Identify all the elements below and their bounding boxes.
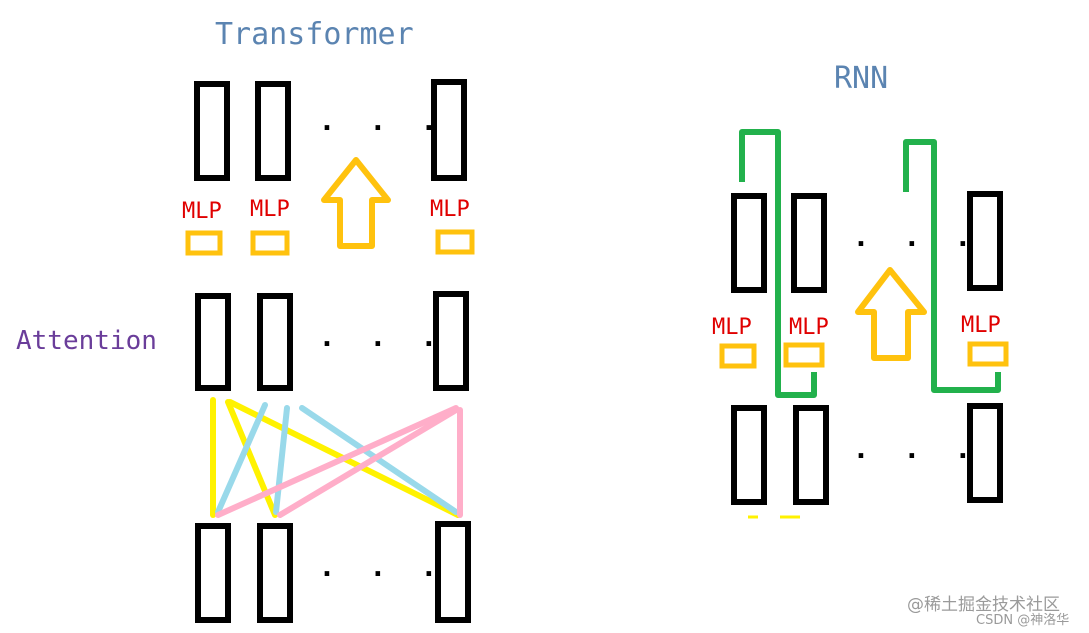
transformer-bottom-block-1 [195, 523, 231, 623]
rnn-mlp-label-2: MLP [789, 315, 829, 340]
transformer-up-arrow-icon [321, 157, 391, 249]
rnn-bottom-ellipsis: . . . [856, 435, 984, 465]
transformer-top-ellipsis: . . . [322, 107, 450, 137]
rnn-up-arrow-icon [855, 267, 927, 361]
attn-line-blue-1 [215, 402, 268, 515]
transformer-bottom-block-n [435, 521, 471, 623]
transformer-title: Transformer [215, 17, 414, 52]
watermark-line2: CSDN @神洛华 [976, 613, 1069, 628]
transformer-mid-block-2 [257, 293, 293, 391]
rnn-top-block-1 [731, 193, 767, 293]
transformer-top-block-1 [194, 81, 230, 181]
attention-label: Attention [16, 326, 157, 356]
transformer-mid-block-n [433, 291, 469, 391]
transformer-mlp-box-1 [185, 230, 223, 256]
rnn-mlp-label-n: MLP [961, 313, 1001, 338]
transformer-mlp-boxes [185, 229, 475, 256]
rnn-path-1 [739, 129, 817, 398]
rnn-mlp-box-1 [719, 343, 757, 369]
attention-connections [210, 397, 463, 518]
rnn-path-2 [903, 139, 1001, 393]
transformer-top-row [194, 79, 467, 181]
rnn-top-row [731, 191, 1003, 293]
rnn-bottom-row [731, 403, 1003, 505]
transformer-bottom-block-2 [257, 523, 293, 623]
rnn-top-block-n [967, 191, 1003, 291]
transformer-mid-block-1 [195, 293, 231, 391]
attn-line-blue-2 [273, 405, 290, 515]
rnn-bottom-block-n [967, 403, 1003, 503]
watermark-line1: @稀土掘金技术社区 [907, 595, 1060, 615]
rnn-title: RNN [834, 61, 888, 96]
transformer-bottom-ellipsis: . . . [322, 553, 450, 583]
rnn-mlp-box-n [967, 341, 1009, 367]
transformer-mid-ellipsis: . . . [322, 323, 450, 353]
transformer-mlp-label-1: MLP [182, 199, 222, 224]
rnn-top-block-2 [791, 193, 827, 293]
rnn-recurrent-paths [739, 129, 1001, 398]
transformer-top-block-2 [255, 81, 291, 181]
transformer-mid-row [195, 291, 469, 391]
transformer-mlp-label-n: MLP [430, 197, 470, 222]
rnn-mlp-boxes [719, 341, 1009, 369]
transformer-mlp-label-2: MLP [250, 197, 290, 222]
transformer-mlp-box-n [435, 229, 475, 255]
rnn-bottom-block-1 [731, 405, 767, 505]
rnn-mlp-label-1: MLP [712, 315, 752, 340]
transformer-top-block-n [431, 79, 467, 181]
rnn-mlp-box-2 [783, 342, 825, 368]
transformer-mlp-box-2 [250, 230, 290, 256]
rnn-bottom-block-2 [793, 405, 829, 505]
attn-line-pink-1 [215, 405, 459, 518]
transformer-bottom-row [195, 521, 471, 623]
attn-line-blue-3 [299, 405, 459, 515]
rnn-top-ellipsis: . . . [856, 223, 984, 253]
attn-line-pink-2 [277, 407, 459, 518]
